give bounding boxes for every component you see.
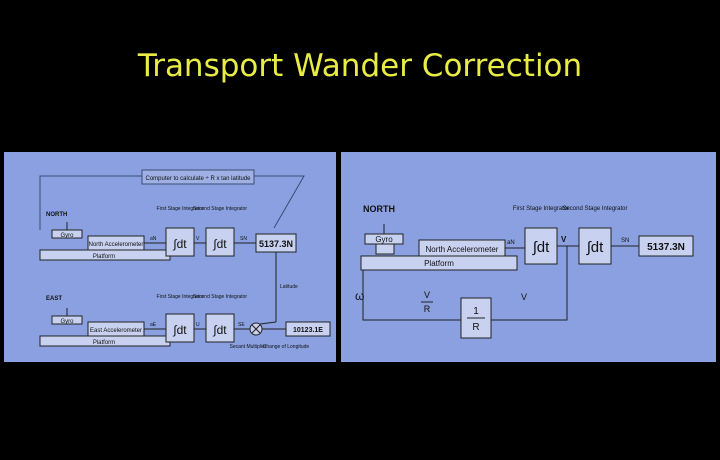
east-second-integrator-box [205, 313, 235, 343]
right-north-accelerometer-label: North Accelerometer [426, 245, 499, 254]
east-first-integrator-label: ∫dt [172, 323, 187, 337]
latitude-label: Latitude [280, 284, 298, 290]
right-north-output-value: 5137.3N [647, 242, 685, 253]
north-second-integrator-label: ∫dt [212, 237, 227, 251]
computer-box-label: Computer to calculate ÷ R x tan latitude [145, 176, 251, 182]
change-of-longitude-label: Change of Longitude [263, 344, 310, 350]
right-one-over-r-num: 1 [473, 306, 479, 317]
north-platform-label: Platform [93, 254, 115, 260]
north-a-label: aN [150, 236, 157, 242]
right-north-label: NORTH [363, 204, 395, 214]
right-north-output-box [638, 235, 694, 257]
right-omega-line [362, 270, 461, 321]
computer-box [141, 169, 255, 185]
right-s-label: SN [621, 238, 629, 244]
east-gyro-label: Gyro [60, 319, 74, 325]
right-a-label: aN [507, 240, 515, 246]
east-label: EAST [46, 296, 62, 302]
latitude-to-multiplier [259, 321, 277, 325]
east-second-integrator-label: ∫dt [212, 323, 227, 337]
right-second-stage-label: Second Stage Integrator [562, 206, 627, 212]
right-v-over-r-num: V [424, 290, 430, 300]
east-first-integrator-box [165, 313, 195, 343]
north-gyro-label: Gyro [60, 233, 74, 239]
east-second-stage-label: Second Stage Integrator [193, 294, 248, 300]
right-gyro-mount [375, 243, 395, 255]
north-v-label: V [196, 236, 200, 242]
right-second-integrator-label: ∫dt [586, 239, 604, 256]
left-block-diagram: Computer to calculate ÷ R x tan latitude… [39, 169, 331, 350]
north-second-integrator-box [205, 227, 235, 257]
north-output-value: 5137.3N [259, 239, 293, 249]
right-first-stage-label: First Stage Integrator [513, 206, 569, 212]
right-v-over-r-den: R [424, 304, 431, 314]
north-s-label: SN [240, 236, 247, 242]
right-omega-label: ω [355, 289, 364, 303]
right-diagram-panel: NORTH Gyro North Accelerometer Platform … [341, 152, 716, 362]
east-s-label: SE [238, 322, 245, 328]
slide-title: Transport Wander Correction [137, 48, 583, 84]
secant-multiplier-label: Secant Multiplier [230, 344, 267, 350]
east-accelerometer-label: East Accelerometer [90, 328, 142, 334]
right-v-feedback-line [491, 246, 568, 321]
right-v-feedback-label: V [521, 292, 527, 302]
east-a-label: aE [150, 322, 157, 328]
left-diagram-panel: Computer to calculate ÷ R x tan latitude… [4, 152, 336, 362]
north-second-stage-label: Second Stage Integrator [193, 206, 248, 212]
right-platform-label: Platform [424, 259, 454, 268]
right-first-integrator-label: ∫dt [532, 239, 550, 256]
east-output-box [285, 321, 331, 337]
north-first-integrator-label: ∫dt [172, 237, 187, 251]
right-platform-box [360, 255, 518, 271]
right-second-integrator-box [578, 227, 612, 265]
north-accelerometer-label: North Accelerometer [89, 242, 144, 248]
east-first-stage-label: First Stage Integrator [157, 294, 204, 300]
east-output-value: 10123.1E [293, 327, 323, 334]
right-one-over-r-den: R [472, 322, 479, 333]
north-first-stage-label: First Stage Integrator [157, 206, 204, 212]
right-block-diagram: NORTH Gyro North Accelerometer Platform … [355, 204, 694, 339]
north-label: NORTH [46, 212, 67, 218]
right-gyro-label: Gyro [375, 235, 393, 244]
multiplier-cross-b [251, 324, 261, 334]
right-v-label: V [561, 235, 567, 244]
north-first-integrator-box [165, 227, 195, 257]
east-u-label: U [196, 322, 200, 328]
east-platform-label: Platform [93, 340, 115, 346]
